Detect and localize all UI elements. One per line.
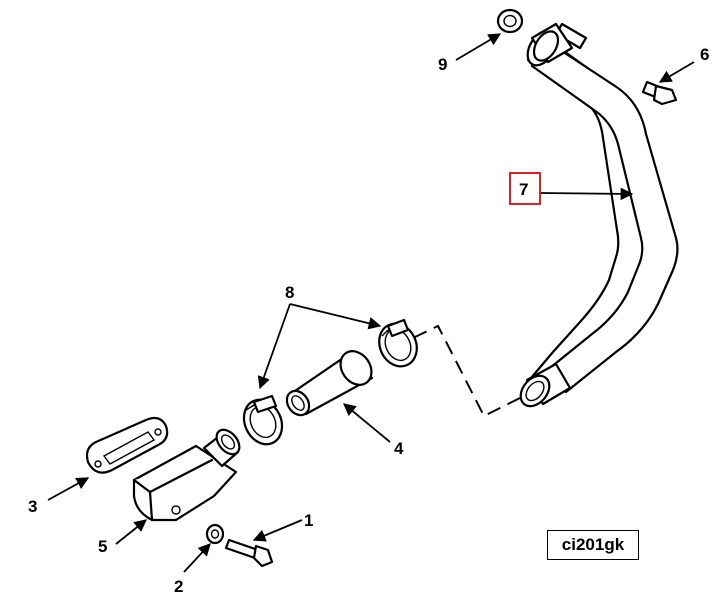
figure-code-label: ci201gk [547,530,639,560]
bolt-part-6 [641,80,678,106]
tube-part-7 [519,22,679,408]
leader-4 [343,403,391,443]
callout-2: 2 [174,577,183,596]
callout-3: 3 [28,497,37,516]
washer-part-2 [205,523,225,545]
callout-1: 1 [304,511,313,530]
hose-clamp-lower [242,394,284,446]
hose-part-4 [285,350,374,417]
leader-3 [47,477,90,501]
leader-2 [183,543,211,573]
leader-7 [540,187,634,201]
bolt-part-1 [224,538,274,568]
leader-6 [658,61,695,83]
callout-5: 5 [98,537,107,556]
callout-4: 4 [394,439,404,458]
callout-6: 6 [700,45,709,64]
leader-9 [455,33,502,61]
leader-lines [47,33,695,573]
leader-8a [257,303,291,390]
ring-part-9 [496,8,524,34]
elbow-block-part-5 [132,428,241,522]
leader-8b [289,303,382,330]
gasket-part-3 [85,416,169,474]
callout-7-highlight-box [509,172,541,205]
leader-1 [252,519,303,542]
callout-9: 9 [438,55,447,74]
callout-7: 7 [519,180,528,199]
callout-8: 8 [285,283,294,302]
hose-clamp-upper [378,318,418,368]
leader-5 [115,519,147,545]
